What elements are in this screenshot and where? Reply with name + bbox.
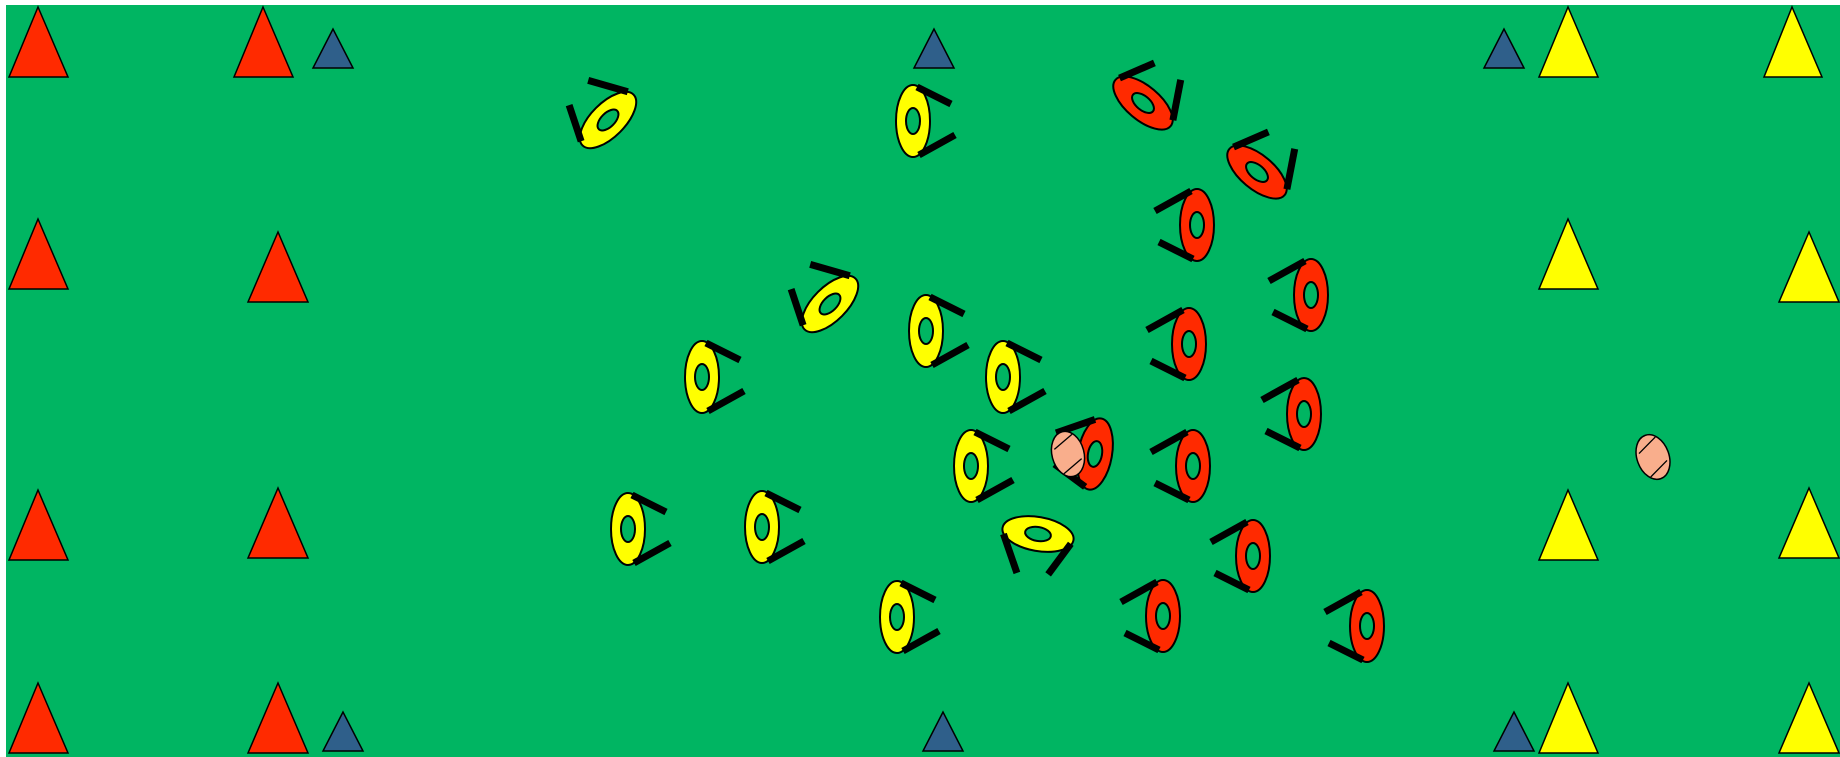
- training-pitch-diagram: [0, 0, 1840, 757]
